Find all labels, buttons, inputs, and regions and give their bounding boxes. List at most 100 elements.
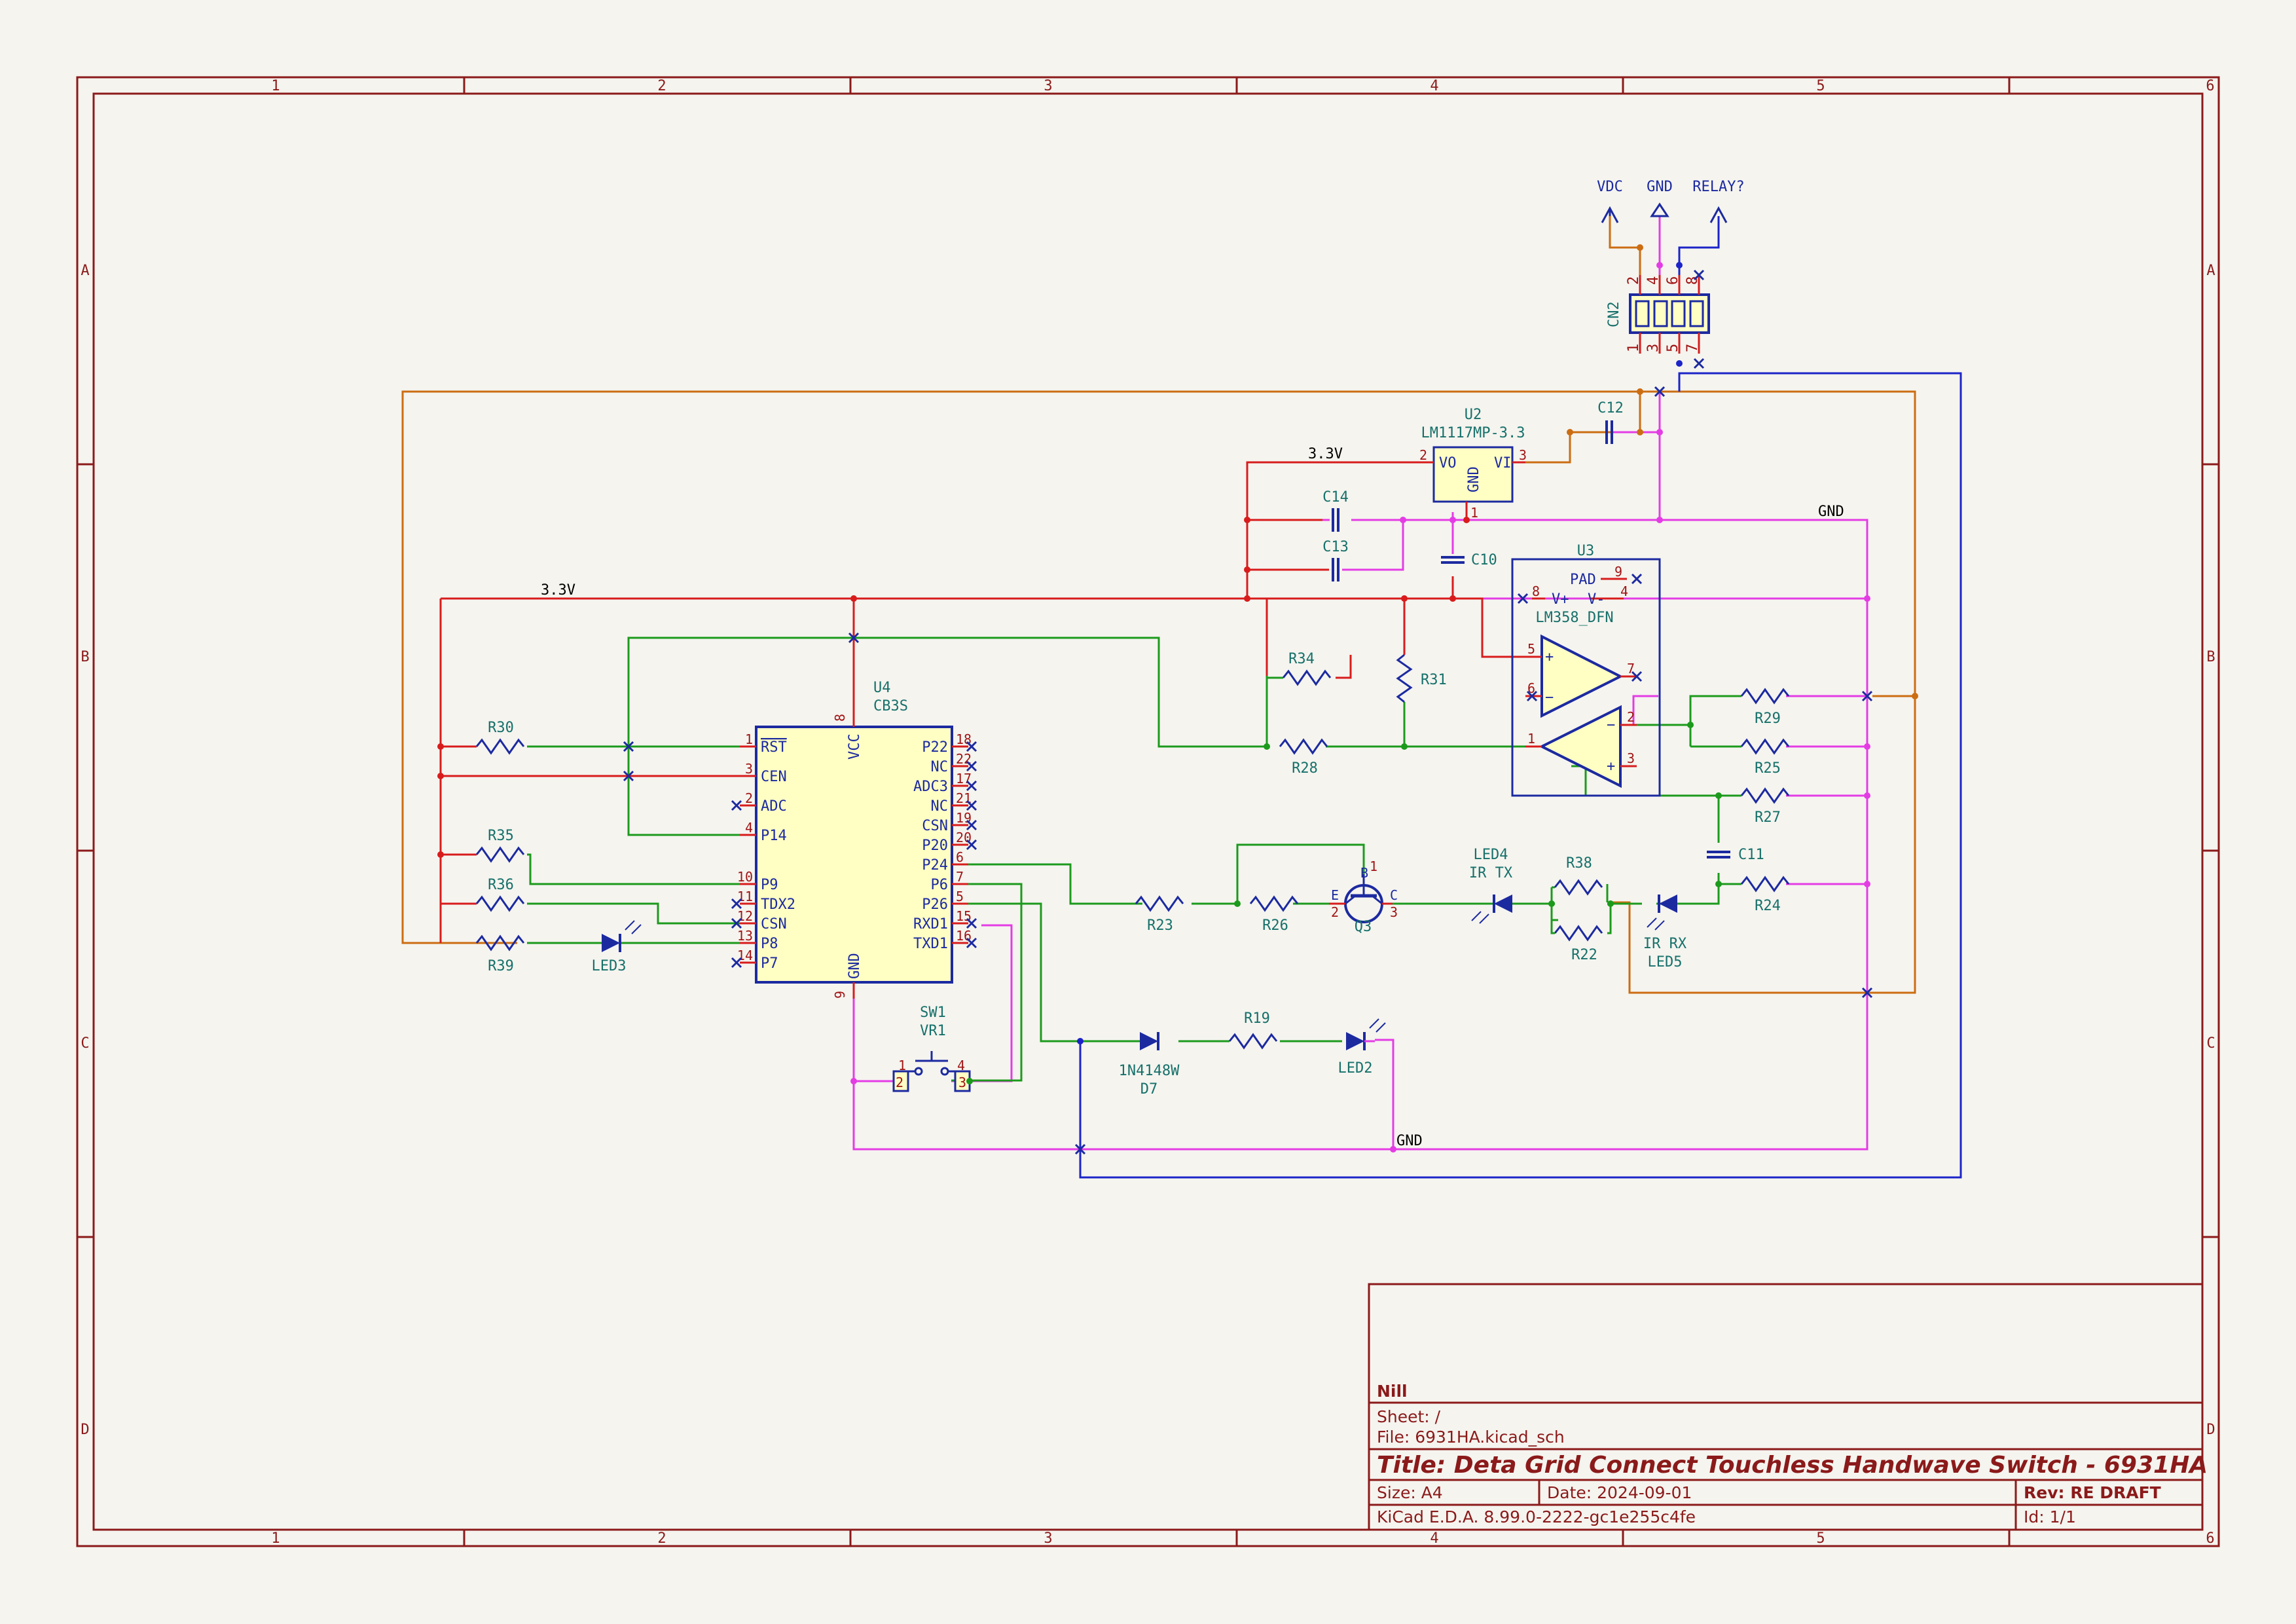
sheet-name: Sheet: /: [1377, 1407, 1441, 1426]
net-label-gnd: GND: [1396, 1133, 1423, 1149]
u4-pin-number: 10: [737, 869, 753, 885]
no-connect-marker: [731, 800, 742, 811]
svg-text:2: 2: [1626, 276, 1642, 285]
u4-pin-number: 1: [745, 731, 753, 747]
title-block: [1368, 1283, 2204, 1531]
svg-text:2: 2: [1331, 904, 1339, 920]
svg-text:CN2: CN2: [1606, 301, 1622, 327]
svg-text:−: −: [1545, 690, 1554, 706]
svg-text:R27: R27: [1755, 809, 1781, 826]
svg-text:LM1117MP-3.3: LM1117MP-3.3: [1421, 425, 1525, 441]
svg-text:R30: R30: [488, 720, 514, 736]
junction-dots: [437, 244, 1918, 1153]
col-label-top: 1: [271, 78, 280, 94]
regulator-u2: VO VI GND 2 3 1 U2 LM1117MP-3.3: [1419, 407, 1527, 521]
sheet-title: Title: Deta Grid Connect Touchless Handw…: [1377, 1452, 2208, 1479]
resistor-r19: R19: [1228, 1010, 1278, 1049]
svg-text:8: 8: [832, 714, 848, 722]
u4-pin-name: P6: [931, 877, 949, 893]
u4-pin-number: 7: [956, 869, 964, 885]
svg-text:4: 4: [957, 1058, 965, 1073]
svg-text:R31: R31: [1421, 672, 1447, 688]
svg-text:LED4: LED4: [1474, 847, 1508, 863]
svg-text:2: 2: [1419, 447, 1427, 463]
orange-nets: [401, 216, 1916, 994]
svg-text:R24: R24: [1755, 898, 1781, 914]
svg-text:C10: C10: [1471, 552, 1497, 568]
svg-text:RELAY?: RELAY?: [1692, 179, 1744, 195]
col-label-top: 2: [657, 78, 666, 94]
net-label-3v3: 3.3V: [541, 582, 575, 599]
svg-text:C11: C11: [1738, 847, 1764, 863]
resistor-r24: R24: [1740, 876, 1790, 914]
svg-text:+: +: [1545, 649, 1554, 665]
svg-text:C14: C14: [1322, 489, 1349, 506]
resistor-r39: R39: [475, 935, 525, 974]
svg-text:R19: R19: [1244, 1010, 1270, 1027]
svg-text:E: E: [1331, 887, 1339, 903]
frame-labels: 1 2 3 4 5 6 1 2 3 4 5 6 A B C D A B C D: [81, 78, 2215, 1547]
svg-text:R34: R34: [1288, 651, 1315, 667]
svg-text:1: 1: [1527, 731, 1535, 747]
capacitor-c13: C13: [1322, 539, 1351, 583]
wifi-module-u4: VCC GND 8 9 RST1CEN3ADC2P144P910TDX211CS…: [731, 632, 977, 999]
svg-text:CB3S: CB3S: [873, 698, 908, 714]
svg-text:R38: R38: [1566, 855, 1592, 872]
resistor-r26: R26: [1249, 896, 1299, 934]
svg-text:1: 1: [1626, 344, 1642, 352]
capacitor-c12: C12: [1595, 400, 1624, 445]
resistor-r28: R28: [1279, 739, 1328, 777]
net-label-gnd: GND: [1818, 504, 1844, 520]
vdc-symbol: VDC: [1597, 179, 1623, 223]
svg-text:R28: R28: [1292, 760, 1318, 777]
connector-cn2: 2 4 6 8 1 3 5 7 CN2: [1606, 275, 1710, 354]
power-3v3-nets: [439, 461, 1533, 943]
svg-text:LM358_DFN: LM358_DFN: [1535, 610, 1613, 626]
u4-pin-number: 2: [745, 790, 753, 806]
u4-pin-name: P20: [922, 838, 948, 854]
led-led2: LED2: [1338, 1018, 1386, 1077]
gnd-symbol: GND: [1647, 179, 1673, 217]
u4-pin-number: 13: [737, 928, 753, 944]
resistor-r30: R30: [475, 720, 525, 754]
diode-d7: 1N4148W D7: [1119, 1031, 1180, 1098]
switch-sw1: 1 2 3 4 SW1 VR1: [892, 1005, 971, 1092]
company-name: Nill: [1377, 1382, 1408, 1401]
u4-pin-name: NC: [931, 759, 949, 775]
svg-text:VO: VO: [1439, 455, 1457, 471]
u4-pin-name: TDX2: [761, 896, 795, 913]
resistor-r25: R25: [1740, 739, 1790, 777]
u4-pin-name: CEN: [761, 769, 787, 785]
svg-text:−: −: [1607, 717, 1615, 733]
resistor-r31: R31: [1396, 654, 1447, 703]
svg-text:1: 1: [898, 1058, 906, 1073]
svg-text:Q3: Q3: [1355, 919, 1372, 935]
u4-pin-number: 3: [745, 761, 753, 777]
svg-text:1: 1: [1370, 858, 1377, 874]
col-label-bottom: 2: [657, 1530, 666, 1547]
u4-pin-name: RXD1: [913, 916, 948, 932]
svg-text:LED3: LED3: [592, 958, 627, 974]
u4-pin-name: CSN: [922, 818, 948, 834]
svg-text:C: C: [1390, 887, 1398, 903]
gnd-nets: [852, 216, 1868, 1151]
row-label-left: A: [81, 263, 89, 279]
svg-text:+: +: [1607, 758, 1615, 775]
svg-text:1: 1: [1470, 505, 1478, 521]
svg-text:8: 8: [1532, 583, 1540, 599]
svg-text:2: 2: [1627, 709, 1635, 725]
svg-text:C13: C13: [1322, 539, 1349, 555]
col-label-bottom: 4: [1430, 1530, 1438, 1547]
svg-text:3: 3: [1627, 750, 1635, 766]
col-label-bottom: 3: [1044, 1530, 1052, 1547]
svg-text:U3: U3: [1577, 543, 1595, 559]
svg-text:SW1: SW1: [920, 1005, 946, 1021]
svg-text:LED2: LED2: [1338, 1060, 1373, 1077]
svg-text:LED5: LED5: [1648, 954, 1683, 970]
svg-text:5: 5: [1527, 641, 1535, 657]
capacitor-c10: C10: [1440, 520, 1497, 568]
led-led3: LED3: [592, 920, 642, 974]
u4-pin-number: 5: [956, 889, 964, 904]
svg-text:R36: R36: [488, 877, 514, 893]
